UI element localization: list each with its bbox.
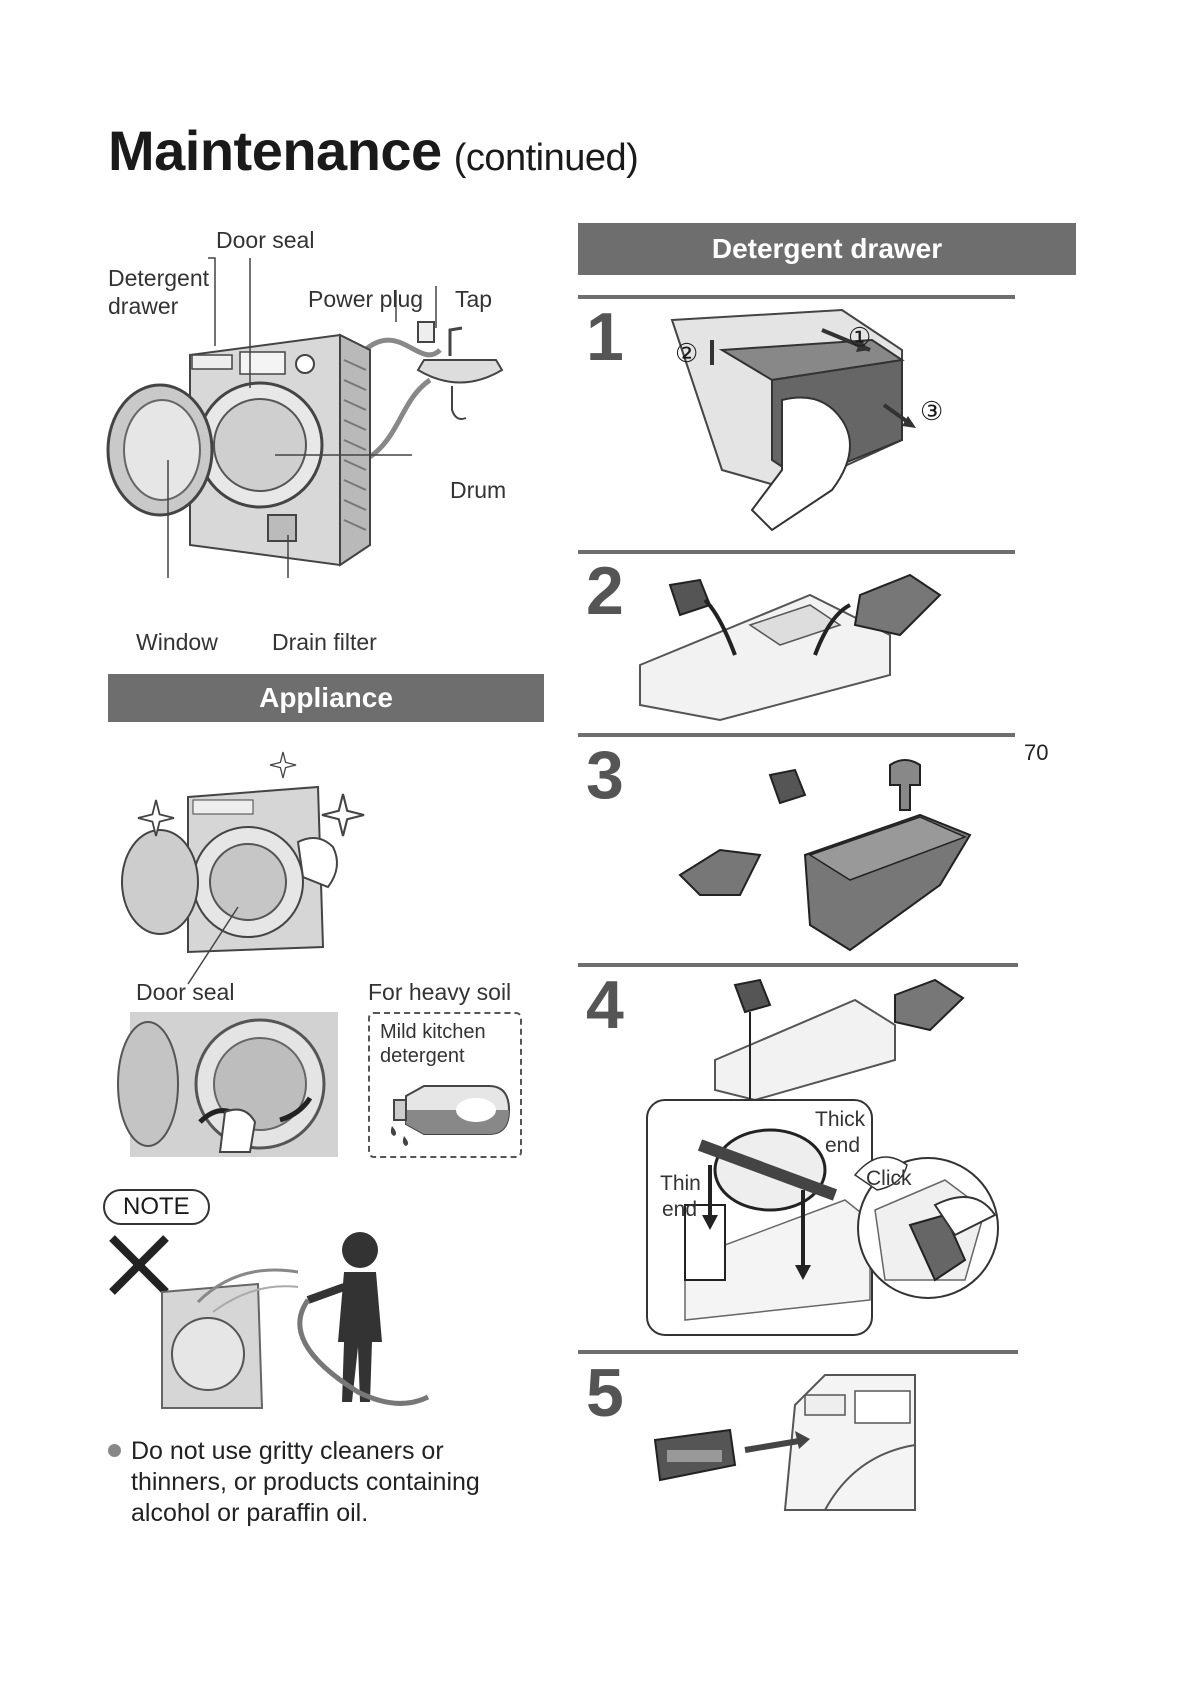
label-click: Click xyxy=(866,1167,912,1190)
label-window: Window xyxy=(136,629,218,655)
step1-marker-2: ② xyxy=(675,338,699,368)
step-number-5: 5 xyxy=(586,1355,624,1431)
step-divider xyxy=(578,295,1015,299)
page-number: 70 xyxy=(1024,740,1049,765)
step1-marker-3: ③ xyxy=(920,396,944,426)
label-door-seal: Door seal xyxy=(216,227,315,253)
label-detergent-drawer-line1: Detergent xyxy=(108,265,210,291)
detergent-drawer-header: Detergent drawer xyxy=(578,223,1076,275)
label-thick-end-line1: Thick xyxy=(815,1108,866,1131)
step-number-2: 2 xyxy=(586,553,624,629)
appliance-wiping-illustration xyxy=(121,785,338,985)
note-line-3: alcohol or paraffin oil. xyxy=(131,1499,369,1527)
label-drain-filter: Drain filter xyxy=(272,629,377,655)
label-thin-end-line2: end xyxy=(662,1198,698,1221)
label-detergent: detergent xyxy=(380,1045,465,1067)
step5-insert-drawer-illustration xyxy=(653,1374,916,1511)
label-heavy-soil: For heavy soil xyxy=(368,979,512,1005)
label-appliance-door-seal: Door seal xyxy=(136,979,235,1005)
washing-machine-overview-illustration xyxy=(106,257,504,578)
step1-remove-drawer-illustration xyxy=(670,308,916,532)
title-suffix: (continued) xyxy=(453,137,639,179)
no-water-spray-illustration xyxy=(161,1232,430,1409)
step4-reassemble-illustration xyxy=(646,978,999,1336)
step-number-3: 3 xyxy=(586,737,624,813)
appliance-header: Appliance xyxy=(108,674,544,722)
bullet-dot-icon xyxy=(108,1444,121,1457)
note-line-2: thinners, or products containing xyxy=(131,1468,480,1496)
step-divider xyxy=(578,550,1015,554)
page-title: Maintenance (continued) xyxy=(108,118,639,183)
title-main: Maintenance xyxy=(108,119,442,182)
sparkle-icon xyxy=(269,751,297,779)
sparkle-icon xyxy=(137,799,175,837)
step2-remove-parts-illustration xyxy=(639,573,942,722)
sparkle-icon xyxy=(321,793,365,837)
step-divider xyxy=(578,1350,1018,1354)
step1-marker-1: ① xyxy=(848,322,872,352)
note-text: Do not use gritty cleaners or thinners, … xyxy=(108,1436,480,1529)
step-divider xyxy=(578,963,1018,967)
detergent-bottle-illustration xyxy=(390,1085,511,1146)
label-drum: Drum xyxy=(450,477,507,503)
note-badge: NOTE xyxy=(103,1189,210,1225)
step3-wash-parts-illustration xyxy=(678,759,972,952)
door-seal-closeup-illustration xyxy=(117,1012,338,1157)
label-thin-end-line1: Thin xyxy=(660,1172,701,1195)
step-divider xyxy=(578,733,1015,737)
label-mild-kitchen: Mild kitchen xyxy=(380,1021,486,1043)
step-number-4: 4 xyxy=(586,967,624,1043)
label-tap: Tap xyxy=(455,286,493,312)
prohibited-x-icon xyxy=(109,1235,169,1295)
step-number-1: 1 xyxy=(586,299,624,375)
label-thick-end-line2: end xyxy=(825,1134,861,1157)
note-line-1: Do not use gritty cleaners or xyxy=(108,1436,480,1467)
label-detergent-drawer-line2: drawer xyxy=(108,293,179,319)
label-power-plug: Power plug xyxy=(308,286,424,312)
mild-detergent-box: Mild kitchen detergent xyxy=(368,1012,522,1158)
